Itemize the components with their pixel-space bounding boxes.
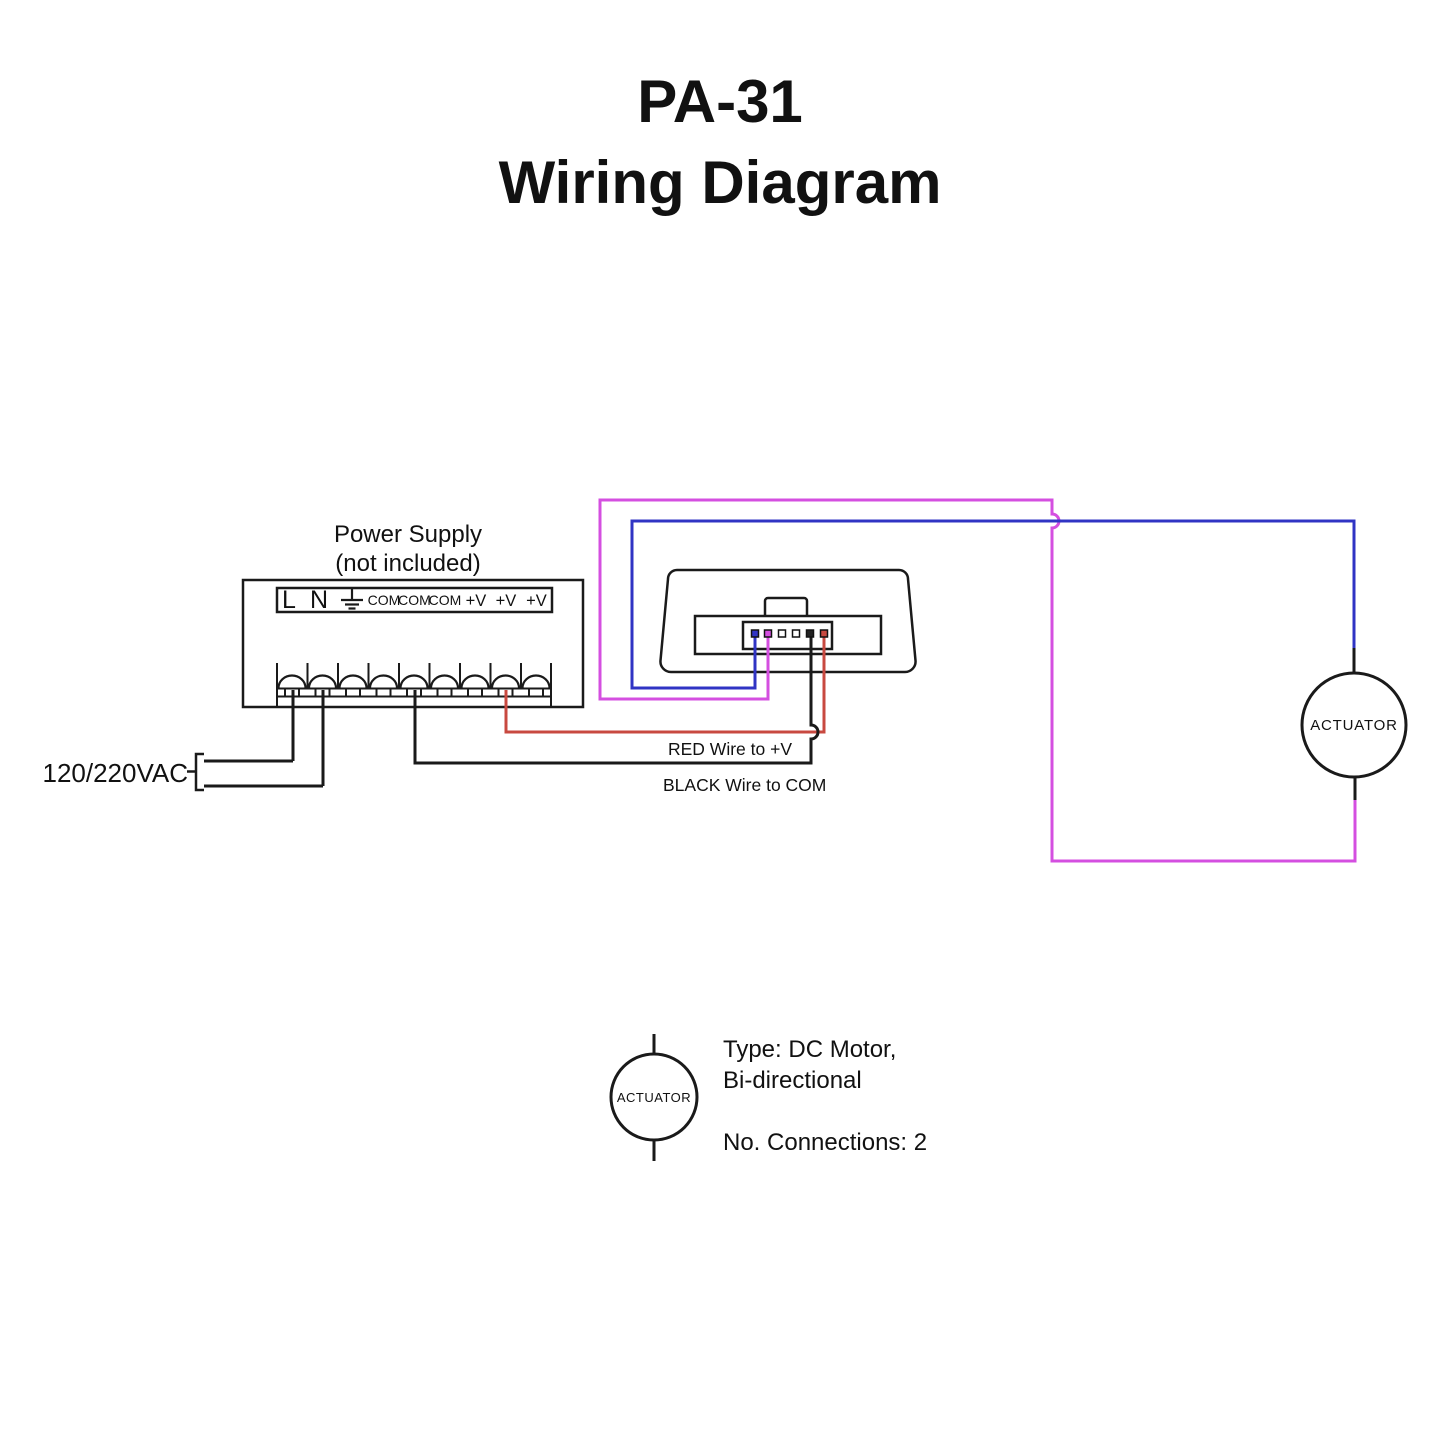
actuator-symbol: ACTUATOR [1300,648,1408,800]
ground-icon [341,589,363,610]
terminal-label-com2: COM [398,592,431,608]
ac-neutral-wire [204,690,325,788]
black-wire-note: BLACK Wire to COM [663,775,826,795]
terminal-label-strip [275,586,554,614]
legend: ACTUATOR Type: DC Motor, Bi-directional … [609,1034,927,1161]
wire-red [504,635,826,734]
red-wire-note: RED Wire to +V [668,739,792,759]
terminal-label-l: L [282,586,296,614]
legend-actuator-label: ACTUATOR [617,1090,691,1105]
connector-pins [750,629,829,638]
terminal-block-edges [276,663,552,707]
legend-actuator-circle [609,1052,699,1142]
terminal-block [276,663,552,707]
ac-input-bracket [187,752,204,792]
terminal-label-com1: COM [368,592,401,608]
page-title-subtitle: Wiring Diagram [499,149,942,216]
terminal-separators [306,663,522,688]
legend-type-line1: Type: DC Motor, [723,1036,896,1063]
terminal-label-n: N [310,586,328,614]
power-supply-box: L N COM COM COM +V +V +V [241,578,585,709]
control-box [659,568,917,674]
wire-magenta [598,498,1357,863]
ac-input-wires [204,690,325,788]
legend-connections: No. Connections: 2 [723,1129,927,1156]
actuator-circle [1300,671,1408,779]
connector-pin-4 [791,629,801,638]
terminal-label-v3: +V [526,592,547,610]
ac-input-label: 120/220VAC [42,758,188,788]
wire-blue [630,519,1356,690]
wire-black-com [413,635,820,765]
terminal-label-v1: +V [466,592,487,610]
terminal-label-com3: COM [429,592,462,608]
connector-pin-1 [750,629,760,638]
connector-pin-3 [777,629,787,638]
connector-key-notch [763,596,809,616]
legend-type-line2: Bi-directional [723,1067,862,1094]
connector-pin-2 [763,629,773,638]
terminal-label-v2: +V [496,592,517,610]
connector-pin-6 [819,629,829,638]
terminal-ticks [284,689,544,696]
power-supply-caption-line2: (not included) [335,550,480,577]
power-supply-caption-line1: Power Supply [334,521,482,548]
ac-line-wire [204,690,295,763]
control-box-recess [693,614,883,656]
connector-pin-5 [805,629,815,638]
page-title-model: PA-31 [637,68,803,135]
actuator-label: ACTUATOR [1310,717,1398,734]
terminal-screws [277,674,551,689]
